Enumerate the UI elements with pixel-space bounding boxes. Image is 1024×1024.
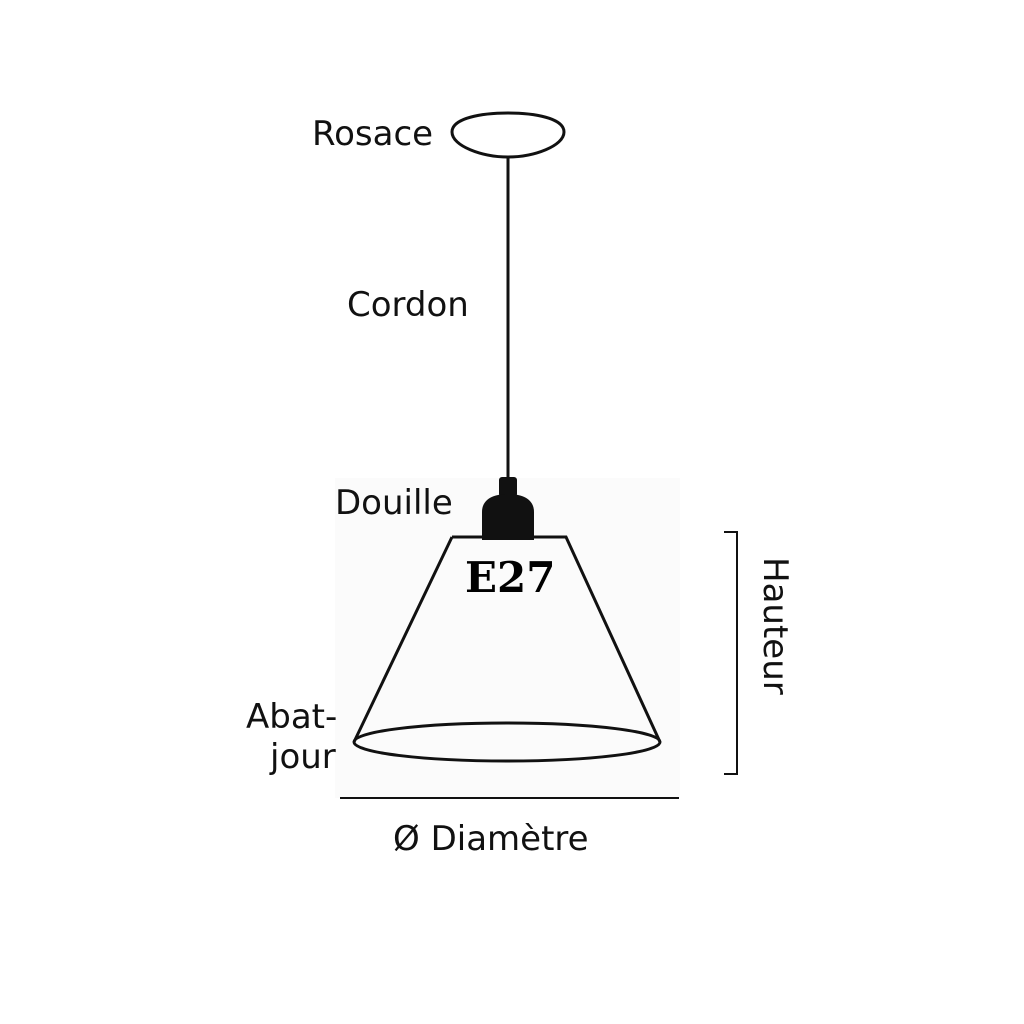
cordon-label: Cordon <box>347 285 469 325</box>
douille-body <box>482 494 534 540</box>
douille-top <box>499 477 517 497</box>
socket-type-label: E27 <box>465 553 555 602</box>
abat-jour-label-line2: jour <box>269 737 336 777</box>
abat-jour-label-line1: Abat- <box>246 697 337 737</box>
hauteur-label: Hauteur <box>755 557 795 695</box>
shade-outline <box>352 535 662 743</box>
shade-rim <box>352 721 662 763</box>
rosace-label: Rosace <box>312 114 433 154</box>
douille-label: Douille <box>335 483 453 523</box>
rosace-shape <box>450 111 566 159</box>
hauteur-bracket <box>724 531 738 775</box>
diametre-label: Ø Diamètre <box>393 819 589 859</box>
